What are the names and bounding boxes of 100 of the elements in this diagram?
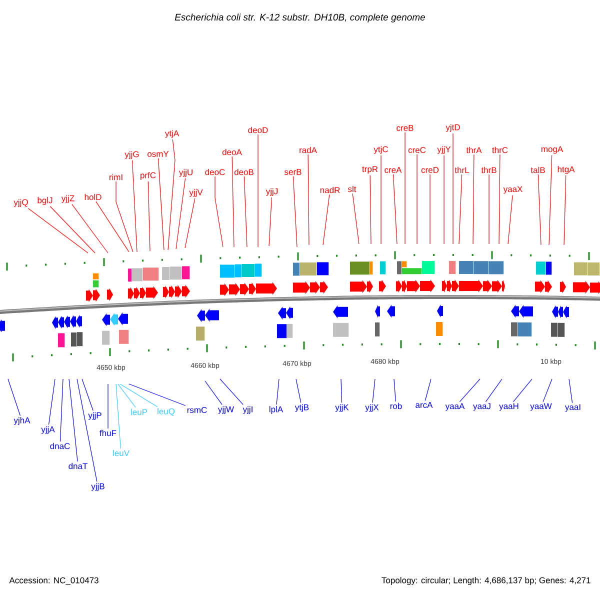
gene-label: osmY	[148, 151, 169, 157]
leader-line	[120, 384, 158, 408]
gene-label: talB	[530, 166, 545, 174]
gene-label: fhuF	[100, 430, 116, 436]
gene-label: leuP	[131, 408, 148, 416]
gene-label: yaaI	[565, 404, 580, 412]
gene-label: serB	[284, 169, 302, 175]
leader-line	[48, 378, 56, 425]
gene-label: yjjA	[41, 426, 55, 434]
leader-line	[60, 378, 64, 442]
title: Escherichia coli str. K-12 substr. DH10B, complete genome	[174, 14, 426, 22]
gene-label: dnaT	[68, 462, 88, 470]
leader-line	[72, 204, 108, 254]
gene-label: ytjC	[374, 146, 388, 154]
leader-line	[394, 378, 396, 402]
gene-label: htgA	[558, 166, 575, 174]
leader-line	[244, 176, 248, 248]
gene-label: slt	[348, 186, 356, 192]
leader-line	[292, 176, 298, 248]
gene-label: prfC	[140, 172, 156, 180]
leader-line	[568, 378, 573, 404]
leader-line	[485, 378, 502, 402]
leader-line	[28, 208, 88, 254]
leader-line	[322, 194, 330, 246]
leader-line	[538, 174, 542, 246]
leader-line	[542, 378, 552, 402]
leader-line	[352, 193, 360, 244]
gene-label: yaaJ	[473, 403, 490, 411]
gene-label: yjjP	[88, 412, 102, 420]
gene-label: leuV	[113, 450, 130, 456]
gene-label: bglJ	[38, 197, 52, 205]
leader-line	[512, 378, 532, 402]
gene-label: yjjK	[335, 404, 349, 412]
leader-line	[214, 176, 224, 248]
gene-label: yaaA	[445, 403, 465, 411]
gene-label: yjjX	[365, 404, 379, 412]
gene-label: deoD	[248, 126, 268, 134]
gene-label: yjtD	[446, 124, 460, 132]
gene-label: yjjU	[178, 169, 192, 177]
leader-line	[370, 174, 372, 244]
leader-line	[268, 197, 272, 246]
gene-label: creD	[421, 167, 439, 173]
leader-line	[118, 384, 136, 408]
gene-label: leuQ	[158, 408, 175, 416]
leader-line	[158, 158, 164, 250]
leader-line	[459, 378, 480, 402]
gene-label: yjjG	[124, 151, 139, 159]
leader-line	[392, 174, 398, 244]
leader-line	[340, 378, 342, 403]
footer-text: Topology: circular; Length: 4,686,137 bp; Genes: 4,271	[382, 577, 590, 585]
gene-label: lplA	[270, 406, 284, 414]
leader-line	[308, 154, 310, 246]
leader-line	[380, 155, 382, 244]
gene-label: deoA	[222, 148, 242, 156]
gene-label: mogA	[541, 146, 564, 154]
gene-label: yjjB	[91, 483, 104, 491]
leader-line	[424, 378, 432, 401]
gene-label: ytjB	[294, 404, 309, 412]
leader-line	[276, 378, 280, 405]
leader-line	[488, 174, 490, 244]
gene-label: yjjW	[218, 406, 234, 414]
gene-label: rimI	[109, 174, 122, 180]
gene-label: thrC	[492, 146, 508, 154]
leader-line	[8, 378, 20, 416]
leader-line	[548, 154, 552, 246]
leader-line	[168, 139, 176, 250]
gene-label: yjjQ	[14, 199, 28, 207]
leader-line	[148, 181, 150, 252]
gene-label: creC	[408, 147, 426, 153]
leader-line	[128, 384, 186, 406]
gene-label: deoC	[205, 168, 225, 176]
leader-line	[204, 380, 222, 405]
leader-line	[404, 132, 406, 244]
gene-label: thrA	[466, 146, 482, 154]
gene-label: deoB	[234, 168, 254, 176]
gene-label: yjjY	[437, 146, 451, 154]
gene-label: rob	[390, 402, 402, 410]
leader-line	[184, 198, 196, 248]
gene-label: dnaC	[50, 442, 70, 450]
gene-label: yjjZ	[61, 195, 74, 203]
gene-label: arcA	[416, 402, 433, 408]
leader-line	[176, 178, 186, 250]
gene-label: yjjJ	[266, 188, 278, 196]
gene-label: yjjI	[242, 406, 252, 414]
leader-line	[82, 378, 94, 411]
leader-line	[220, 378, 244, 405]
leader-line	[498, 154, 500, 244]
gene-label: yaaW	[530, 403, 552, 411]
gene-label: creA	[384, 167, 402, 173]
leader-line	[68, 378, 78, 462]
gene-label: ytjA	[164, 130, 180, 138]
leader-line	[76, 378, 98, 482]
leader-line	[416, 154, 418, 244]
gene-label: yaaX	[503, 186, 522, 194]
gene-label: creB	[396, 125, 414, 131]
leader-line	[564, 175, 566, 246]
leader-line	[96, 201, 130, 252]
footer-text: Accession: NC_010473	[9, 577, 98, 585]
gene-label: nadR	[320, 186, 340, 194]
leader-line	[472, 154, 474, 244]
